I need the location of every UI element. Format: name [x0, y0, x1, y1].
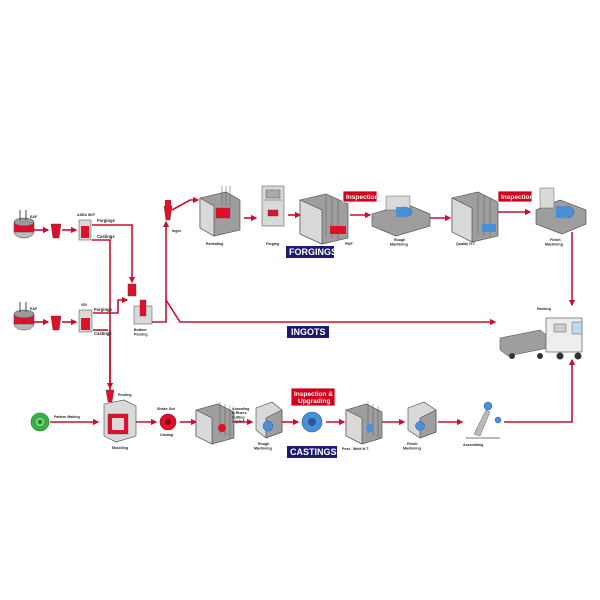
finish-machining-bottom-label: Finish Machining [403, 442, 421, 451]
pattern-making-icon [30, 412, 50, 432]
pwt-furnace [299, 193, 349, 245]
finish-machining-bottom-machine [407, 401, 437, 439]
flow-line [92, 239, 111, 395]
asea-skf-vessel [78, 219, 92, 241]
ladle-icon [50, 223, 62, 239]
assembling-label: Assembling [463, 443, 483, 447]
inspection-badge: Inspection [497, 190, 534, 203]
inspection-badge: Inspection [342, 190, 379, 203]
quality-ht-label: Quality H.T. [456, 242, 476, 246]
post-weld-ht-label: Post - Weld H.T. [342, 447, 369, 451]
moulding-box [103, 389, 137, 443]
rough-machining-bottom-label: Rough Machining [254, 442, 272, 451]
pwt-label: PWT [345, 242, 354, 246]
eaf-bottom-label: EAF [30, 307, 38, 311]
flow-arrow [171, 196, 200, 211]
ingot-icon [163, 200, 173, 221]
annealing-label: Annealing & Risers Cutting + Q.H.T. [232, 407, 250, 424]
inspection-badge-text: Inspection [501, 194, 534, 201]
forgings-section-text: FORGINGS [289, 247, 337, 257]
quality-ht-furnace [451, 191, 499, 243]
inspection-upgrading-badge: Inspection & Upgrading [290, 387, 336, 407]
pouring-label: Pouring [118, 393, 132, 397]
flow-arrow [92, 224, 136, 284]
flow-arrow [165, 299, 497, 326]
ingots-section-text: INGOTS [291, 327, 326, 337]
asea-skf-label: ASEA SKF [77, 213, 96, 217]
forgings-section-banner: FORGINGS [286, 246, 337, 258]
rough-machining-top-label: Rough Machining [390, 238, 408, 247]
ladle-icon [50, 315, 62, 331]
shake-out-label: Shake Out [157, 407, 176, 411]
eaf-furnace-top [13, 210, 35, 239]
ingots-section-banner: INGOTS [287, 326, 329, 338]
finish-machining-top-label: Finish Machining [545, 238, 563, 247]
forging-press [261, 185, 285, 227]
castings-branch2-label: Castings [94, 331, 112, 336]
castings-branch-label: Castings [97, 234, 115, 239]
reheating-furnace [199, 186, 241, 237]
annealing-furnace [195, 402, 235, 445]
vid-vessel [78, 309, 93, 333]
bottom-pouring-label: Bottom Pouring [134, 328, 148, 337]
inspection-badge-text: Inspection [346, 194, 379, 201]
inspected-part-icon [301, 411, 323, 433]
packing-label: Packing [537, 307, 551, 311]
flow-arrow [504, 358, 576, 423]
post-weld-ht-furnace [345, 402, 383, 445]
flow-arrow [93, 296, 129, 314]
forging-label: Forging [266, 242, 279, 246]
inspection-upgrading-text: Inspection & Upgrading [294, 391, 335, 405]
bottom-pouring-icon [127, 283, 153, 325]
castings-section-banner: CASTINGS [287, 446, 337, 458]
reheating-label: Reheating [206, 242, 223, 246]
casting-label: Casting [160, 433, 173, 437]
ingot-label: Ingot [172, 229, 182, 233]
casting-part-icon [159, 413, 177, 431]
castings-section-text: CASTINGS [290, 447, 337, 457]
finish-machining-lathe [535, 187, 587, 235]
moulding-label: Moulding [112, 446, 128, 450]
assembling-icon [466, 401, 502, 439]
packing-truck-icon [499, 317, 583, 360]
eaf-top-label: EAF [30, 215, 38, 219]
eaf-furnace-bottom [13, 302, 35, 331]
forgings-branch2-label: Forgings [94, 307, 113, 312]
rough-machining-bottom-machine [255, 401, 283, 439]
flow-lines [34, 196, 576, 426]
pattern-making-label: Pattern Making [54, 415, 80, 419]
vid-label: VID [81, 303, 87, 307]
forgings-branch-label: Forgings [97, 218, 116, 223]
rough-machining-lathe [371, 195, 431, 237]
flow-arrow [150, 220, 170, 323]
